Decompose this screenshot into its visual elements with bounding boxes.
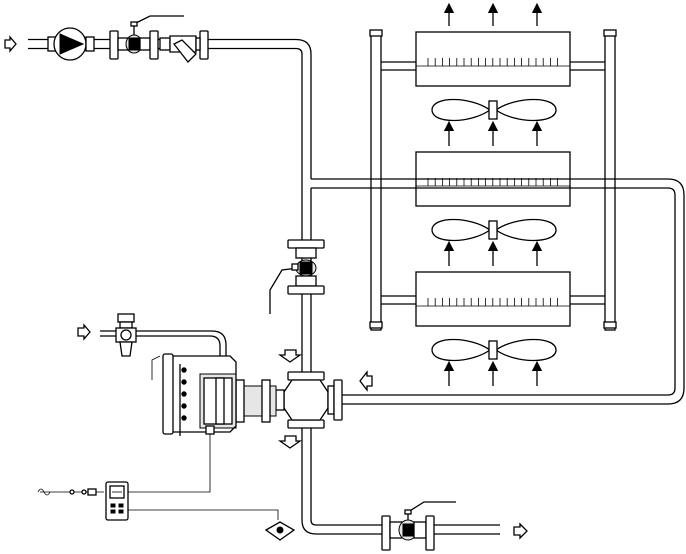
inlet-flow-arrow-icon [4, 35, 17, 53]
airflow-up-arrows-top [443, 2, 543, 26]
airflow-up-arrows [443, 120, 543, 386]
outlet-flow-arrow-icon [513, 522, 528, 540]
supply-header-pipe [301, 178, 685, 405]
fan-icon [431, 98, 557, 122]
three-way-valve-icon [275, 371, 343, 429]
air-supply-arrow-icon [77, 323, 91, 341]
inlet-pipe [28, 38, 312, 179]
bypass-ball-valve-icon [269, 239, 325, 314]
air-supply-line [100, 330, 227, 380]
filter-regulator-icon [115, 313, 137, 357]
sensor-icon [264, 521, 296, 541]
strainer-icon [159, 30, 209, 63]
inlet-ball-valve-icon [109, 15, 184, 60]
bypass-pipe [301, 188, 312, 520]
control-wiring [40, 434, 279, 520]
fan-icon [431, 338, 557, 362]
actuator-bolts [181, 367, 187, 421]
flow-arrows-valve [277, 349, 373, 449]
actuator-icon [162, 353, 277, 436]
ac-power-icon [37, 488, 97, 496]
outlet-pipe [301, 519, 500, 535]
fan-icon [431, 218, 557, 242]
pump-icon [47, 27, 95, 61]
controller-icon [105, 481, 129, 521]
outlet-ball-valve-icon [381, 501, 456, 551]
